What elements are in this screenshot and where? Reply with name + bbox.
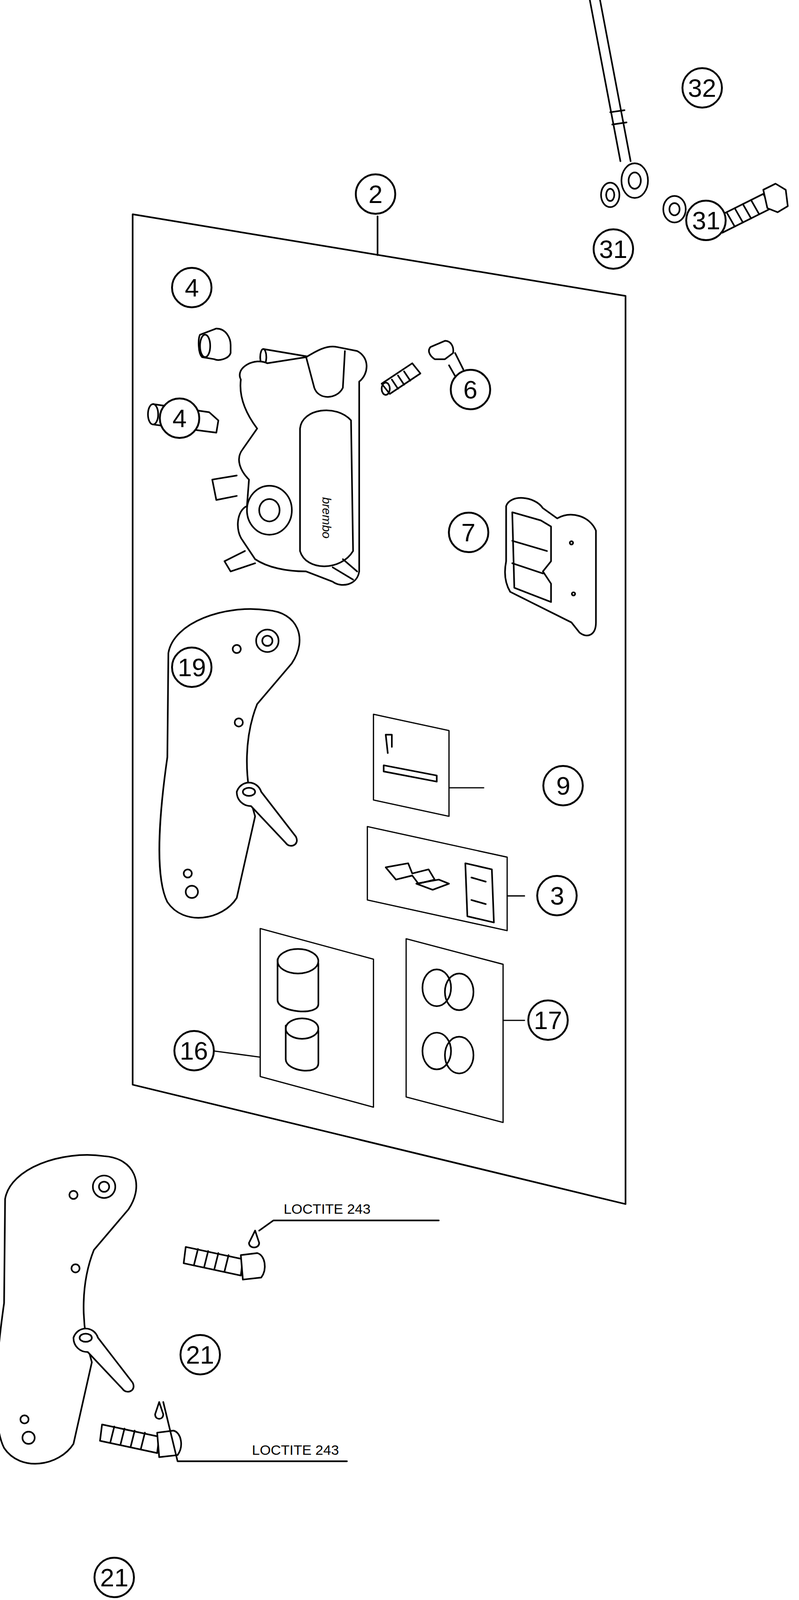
pad-pin-kit xyxy=(373,714,484,817)
pad-spring-kit xyxy=(367,826,525,931)
callout-number: 32 xyxy=(681,67,723,109)
callout-number: 16 xyxy=(173,1030,215,1072)
callout-number: 31 xyxy=(592,228,635,270)
guide-bushing xyxy=(198,328,231,361)
adhesive-note: LOCTITE 243 xyxy=(250,1443,340,1458)
piston-kit xyxy=(214,928,374,1108)
seal-kit xyxy=(406,939,525,1123)
callout-number: 2 xyxy=(354,173,397,215)
callout-number: 21 xyxy=(93,1557,135,1599)
callout-number: 19 xyxy=(171,646,213,689)
callout-number: 7 xyxy=(447,511,490,554)
mounting-bolt xyxy=(100,1402,347,1462)
callout-number: 4 xyxy=(171,266,213,309)
kit-outline xyxy=(132,214,626,1205)
mounting-bolt xyxy=(183,1220,439,1280)
brake-caliper xyxy=(212,346,367,585)
callout-number: 31 xyxy=(685,199,727,242)
callout-number: 6 xyxy=(449,368,492,411)
callout-number: 9 xyxy=(542,765,584,807)
brand-mark: brembo xyxy=(320,497,333,539)
brake-hose xyxy=(589,0,686,223)
caliper-bracket xyxy=(0,1155,137,1465)
callout-number: 21 xyxy=(179,1334,221,1376)
brake-pad xyxy=(504,498,596,636)
adhesive-note: LOCTITE 243 xyxy=(282,1202,372,1217)
callout-number: 3 xyxy=(536,875,578,917)
callout-number: 17 xyxy=(527,999,569,1042)
callout-number: 4 xyxy=(158,397,201,439)
caliper-bracket xyxy=(159,609,300,918)
